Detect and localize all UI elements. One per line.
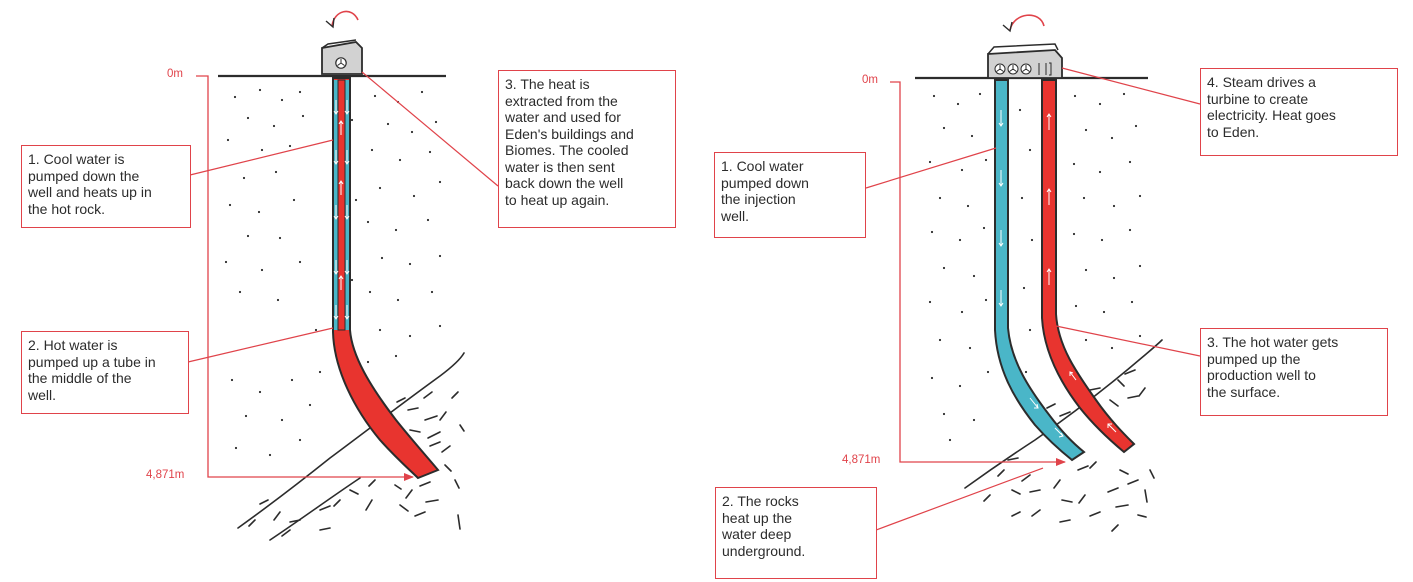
- left-callout-step3: 3. The heat is extracted from the water …: [498, 70, 676, 228]
- right-rock-stipple: [929, 93, 1141, 441]
- right-injection-well: [995, 80, 1084, 460]
- right-depth-bottom-label: 4,871m: [842, 454, 880, 466]
- right-depth-top-label: 0m: [862, 74, 878, 86]
- left-depth-top-label: 0m: [167, 68, 183, 80]
- right-leader-step2: [876, 468, 1043, 530]
- fan-icon: [336, 58, 346, 68]
- rotation-arrowhead-icon-right: [1003, 22, 1012, 31]
- right-callout-step2: 2. The rocks heat up the water deep unde…: [715, 487, 877, 579]
- left-leader-step3: [362, 72, 498, 186]
- rotation-arrow-icon: [332, 11, 358, 26]
- left-hot-water-tube: [338, 80, 345, 330]
- right-leader-step1: [866, 148, 996, 188]
- right-diagram: [866, 15, 1200, 531]
- rotation-arrow-icon-right: [1010, 15, 1044, 30]
- right-callout-step3: 3. The hot water gets pumped up the prod…: [1200, 328, 1388, 416]
- right-callout-step4: 4. Steam drives a turbine to create elec…: [1200, 68, 1398, 156]
- right-turbine-building: [988, 44, 1062, 78]
- left-callout-step2: 2. Hot water is pumped up a tube in the …: [21, 331, 189, 414]
- right-production-well: [1042, 80, 1134, 452]
- right-leader-step4: [1062, 68, 1200, 104]
- right-callout-step1: 1. Cool water pumped down the injection …: [714, 152, 866, 238]
- left-plant-building: [322, 40, 362, 74]
- left-leader-step1: [190, 140, 333, 175]
- left-diagram: [188, 11, 498, 540]
- left-depth-bottom-label: 4,871m: [146, 469, 184, 481]
- right-leader-step3: [1056, 326, 1200, 356]
- rotation-arrowhead-icon: [326, 18, 334, 27]
- left-leader-step2: [188, 328, 333, 362]
- left-callout-step1: 1. Cool water is pumped down the well an…: [21, 145, 191, 228]
